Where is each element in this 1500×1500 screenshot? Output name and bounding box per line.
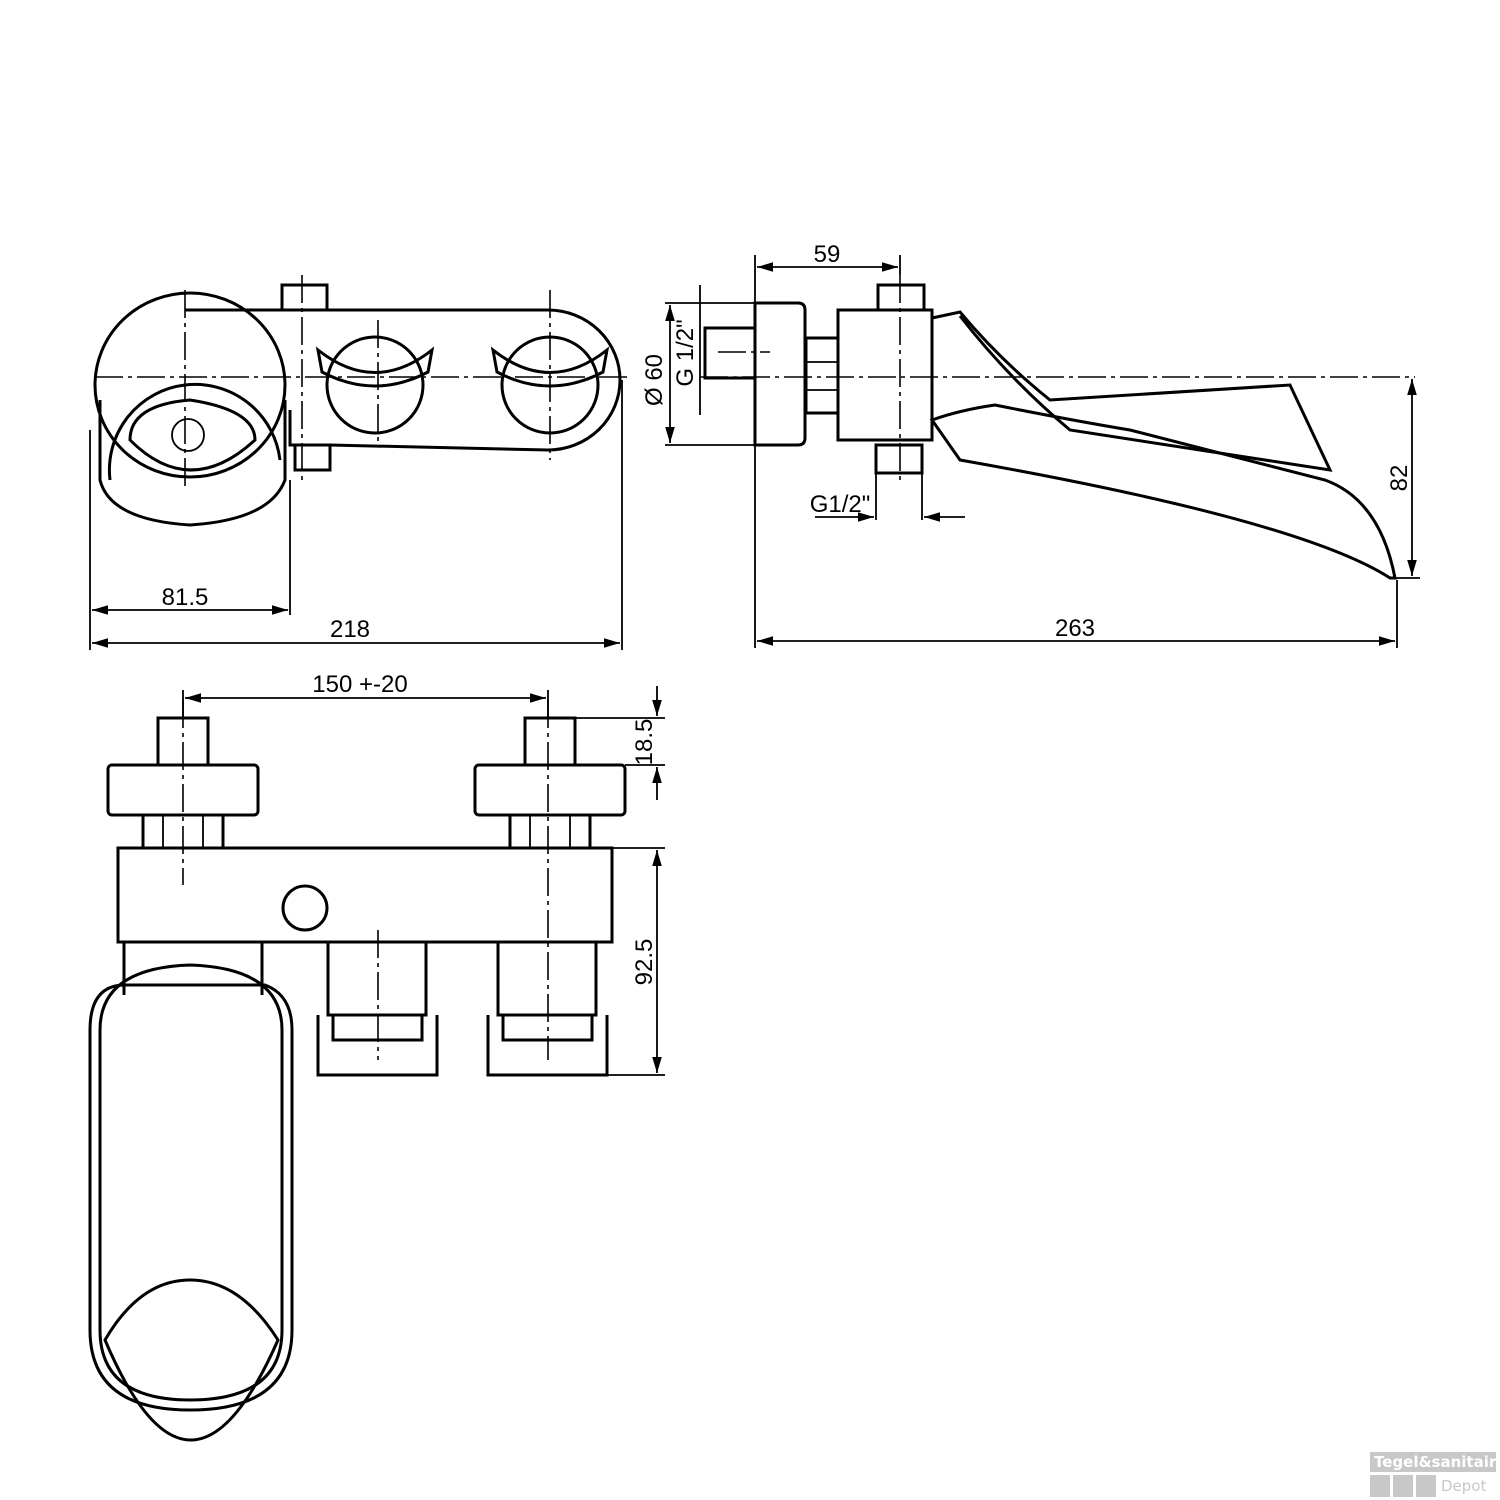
dim-218: 218 — [330, 616, 370, 643]
dim-18-5: 18.5 — [631, 719, 658, 766]
logo-square — [1393, 1475, 1413, 1497]
dim-81-5: 81.5 — [162, 584, 209, 611]
dim-inlet-thread: G 1/2" — [672, 319, 699, 386]
watermark-logo: Tegel&sanitair Depot — [1370, 1452, 1496, 1497]
dim-82: 82 — [1386, 465, 1413, 492]
dim-inlet-spacing: 150 +-20 — [312, 671, 407, 698]
side-view: 59 Ø 60 G 1/2" G1/2" 82 263 — [641, 241, 1420, 648]
dim-59: 59 — [814, 241, 841, 268]
front-view: 81.5 218 — [89, 275, 630, 650]
dim-92-5: 92.5 — [631, 939, 658, 986]
watermark-brand: Tegel&sanitair — [1370, 1452, 1496, 1472]
dim-diameter-60: Ø 60 — [641, 354, 668, 406]
logo-square — [1416, 1475, 1436, 1497]
dim-outlet-thread: G1/2" — [810, 491, 871, 518]
dim-263: 263 — [1055, 615, 1095, 642]
watermark-sub: Depot — [1441, 1477, 1487, 1495]
drop-icon — [1370, 1475, 1390, 1497]
top-view: 150 +-20 18.5 92.5 — [88, 671, 665, 1442]
